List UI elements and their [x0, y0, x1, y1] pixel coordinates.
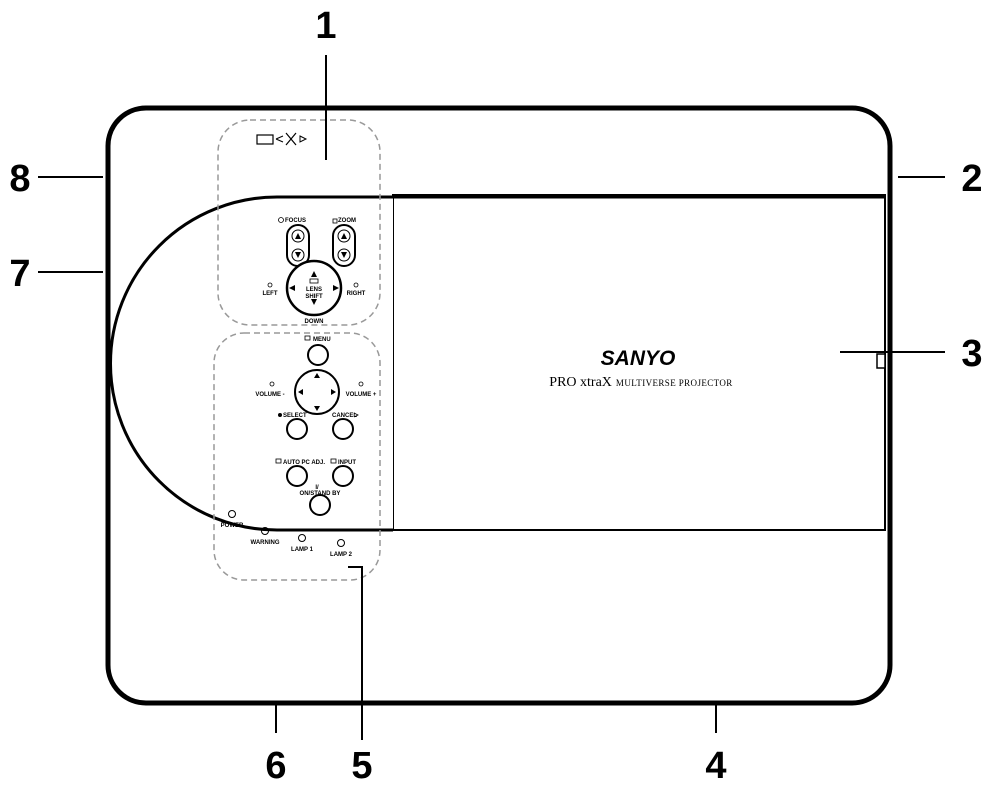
cancel-label: CANCEL — [332, 413, 357, 419]
control-panel-outline — [213, 332, 381, 581]
left-label: LEFT — [263, 291, 278, 297]
volume-plus-label: VOLUME + — [346, 392, 377, 398]
input-label: INPUT — [338, 460, 356, 466]
focus-label: FOCUS — [285, 218, 306, 224]
callout-leaders — [38, 55, 945, 740]
focus-button[interactable] — [286, 224, 310, 267]
auto-pc-adj-label: AUTO PC ADJ. — [283, 460, 325, 466]
down-label: DOWN — [305, 319, 324, 325]
power-indicator-label: POWER — [221, 523, 244, 529]
input-button[interactable] — [332, 465, 354, 487]
callout-2: 2 — [961, 158, 982, 200]
auto-pc-adj-button[interactable] — [286, 465, 308, 487]
lens-shift-dial[interactable] — [285, 259, 343, 317]
cover-latch — [876, 353, 886, 369]
warning-indicator — [261, 527, 269, 535]
warning-indicator-label: WARNING — [251, 540, 280, 546]
callout-1: 1 — [315, 5, 336, 47]
volume-minus-label: VOLUME - — [255, 392, 284, 398]
on-stand-by-button[interactable] — [309, 494, 331, 516]
power-symbol-label: I/ — [315, 485, 319, 491]
callout-3: 3 — [961, 333, 982, 375]
zoom-label: ZOOM — [338, 218, 356, 224]
menu-button[interactable] — [307, 344, 329, 366]
menu-label: MENU — [313, 337, 331, 343]
callout-4: 4 — [705, 745, 726, 787]
brand-logo: SANYO — [601, 347, 676, 370]
zoom-button[interactable] — [332, 224, 356, 267]
lens-symbol-icon — [256, 132, 308, 146]
lens-label: LENS — [306, 287, 322, 293]
direction-pad[interactable] — [294, 369, 340, 415]
right-label: RIGHT — [347, 291, 366, 297]
lamp1-indicator-label: LAMP 1 — [291, 547, 314, 553]
callout-6: 6 — [265, 745, 286, 787]
callout-7: 7 — [9, 253, 30, 295]
lamp2-indicator-label: LAMP 2 — [330, 552, 353, 558]
shift-label: SHIFT — [305, 294, 323, 300]
lamp1-indicator — [298, 534, 306, 542]
lamp2-indicator — [337, 539, 345, 547]
select-label: SELECT — [283, 413, 307, 419]
callout-5: 5 — [351, 745, 372, 787]
cancel-button[interactable] — [332, 418, 354, 440]
select-button[interactable] — [286, 418, 308, 440]
power-indicator — [228, 510, 236, 518]
callout-8: 8 — [9, 158, 30, 200]
